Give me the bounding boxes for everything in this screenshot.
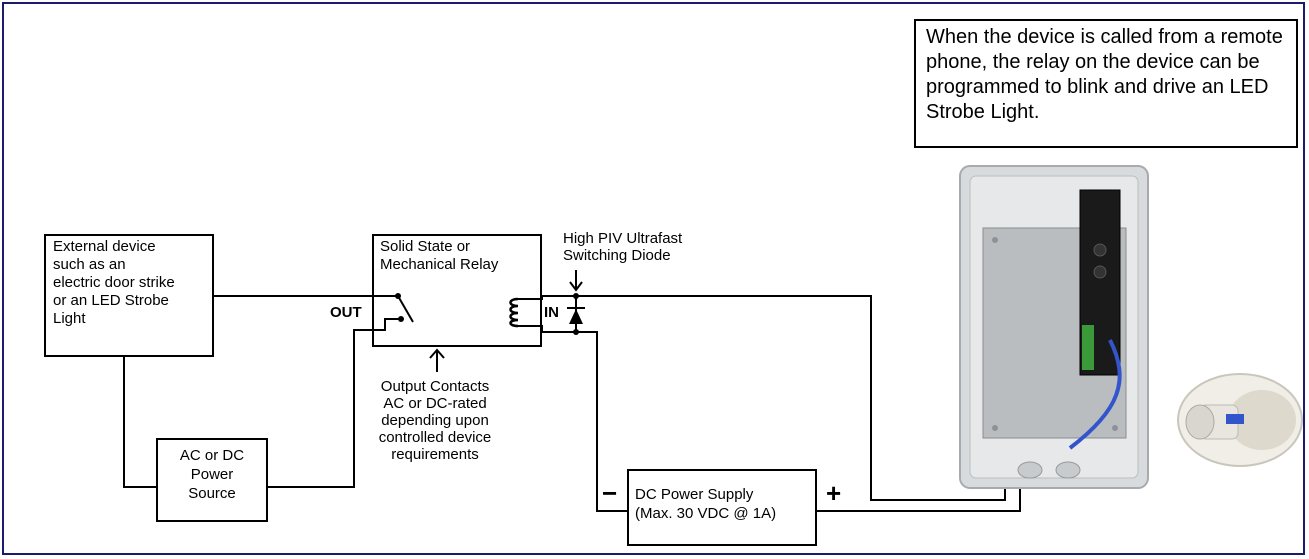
relay-label-line: Mechanical Relay: [380, 256, 499, 273]
relay-box: Solid State or Mechanical Relay: [372, 234, 542, 347]
output-contacts-line: AC or DC-rated: [383, 395, 487, 412]
output-contacts-line: depending upon: [381, 412, 489, 429]
diode-label-line: Switching Diode: [563, 247, 671, 264]
external-device-line: electric door strike: [53, 274, 175, 291]
horn-speaker-photo: [1177, 373, 1303, 467]
switch-blade: [397, 295, 414, 323]
diode-label: High PIV Ultrafast Switching Diode: [563, 230, 682, 264]
external-device-line: Light: [53, 310, 86, 327]
callout-text: When the device is called from a remote …: [926, 26, 1283, 123]
relay-label-line: Solid State or: [380, 238, 471, 255]
switch-contact-icon: [395, 293, 579, 335]
dc-power-supply-box: DC Power Supply (Max. 30 VDC @ 1A): [627, 469, 817, 546]
callout-box: When the device is called from a remote …: [914, 19, 1298, 148]
external-device-box: External device such as an electric door…: [44, 234, 214, 357]
enclosure-photo: [959, 165, 1149, 489]
diode-icon: [567, 307, 585, 324]
plus-sign: +: [826, 478, 842, 508]
power-supply-line: DC Power Supply: [635, 486, 754, 503]
minus-sign: −: [602, 478, 618, 508]
output-contacts-line: requirements: [391, 446, 479, 463]
power-supply-line: (Max. 30 VDC @ 1A): [635, 505, 777, 522]
relay-in-label: IN: [544, 304, 559, 321]
terminal-block: [1082, 325, 1094, 370]
output-arrow-head: [429, 348, 445, 359]
power-source-line: AC or DC: [179, 447, 245, 464]
relay-coil-icon: [509, 297, 519, 328]
diode-label-line: High PIV Ultrafast: [563, 230, 683, 247]
external-device-line: such as an: [53, 256, 126, 273]
wire-relay-to-source: [268, 318, 401, 488]
wire-in-to-psu-minus: [576, 331, 627, 512]
relay-out-label: OUT: [330, 304, 362, 321]
power-source-line: Power: [190, 466, 234, 483]
power-source-box: AC or DC Power Source: [156, 438, 268, 522]
wire-coil-bottom: [518, 325, 576, 333]
external-device-line: or an LED Strobe: [53, 292, 169, 309]
wire-ext-to-source: [123, 357, 156, 488]
output-contacts-line: Output Contacts: [380, 378, 490, 395]
diode-arrow-head: [569, 281, 583, 292]
external-device-line: External device: [53, 238, 156, 255]
blue-cable: [1068, 339, 1122, 450]
wire-coil-top: [518, 295, 576, 300]
output-contacts-line: controlled device: [378, 429, 492, 446]
output-contacts-label: Output Contacts AC or DC-rated depending…: [370, 378, 500, 463]
power-source-line: Source: [188, 485, 236, 502]
